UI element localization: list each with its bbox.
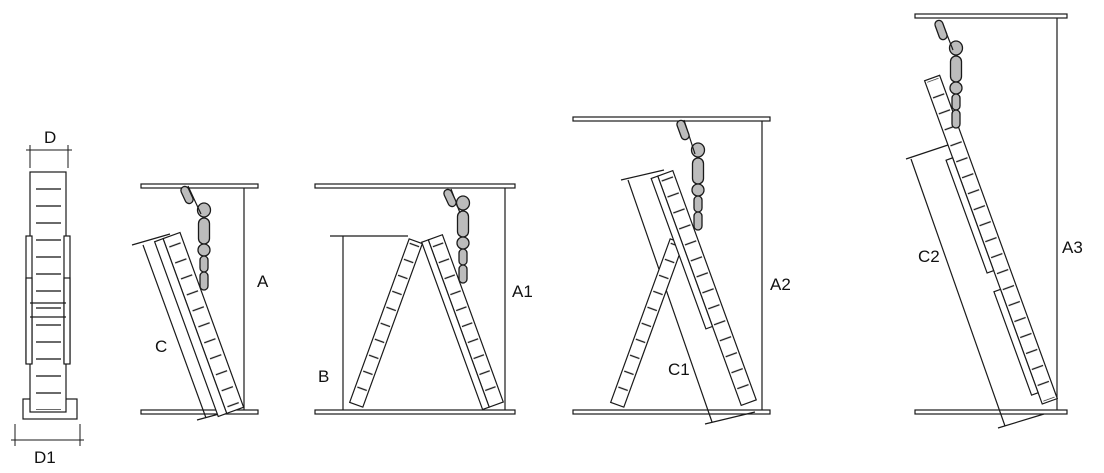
- label-a: A: [257, 272, 269, 291]
- label-b: B: [318, 367, 329, 386]
- label-c2: C2: [918, 247, 940, 266]
- label-d1: D1: [34, 448, 56, 467]
- leaning-ladder-figure: A C: [131, 183, 269, 421]
- folded-ladder-front-view: D D1: [11, 128, 84, 467]
- label-a1: A1: [512, 282, 533, 301]
- label-d: D: [44, 128, 56, 147]
- fully-extended-ladder-figure: A3 C2: [905, 13, 1083, 429]
- a-frame-ladder-figure: B A1: [314, 183, 533, 415]
- label-a3: A3: [1062, 238, 1083, 257]
- label-c: C: [155, 337, 167, 356]
- label-a2: A2: [770, 275, 791, 294]
- extended-a-frame-ladder-figure: A2 C1: [572, 116, 791, 425]
- label-c1: C1: [668, 360, 690, 379]
